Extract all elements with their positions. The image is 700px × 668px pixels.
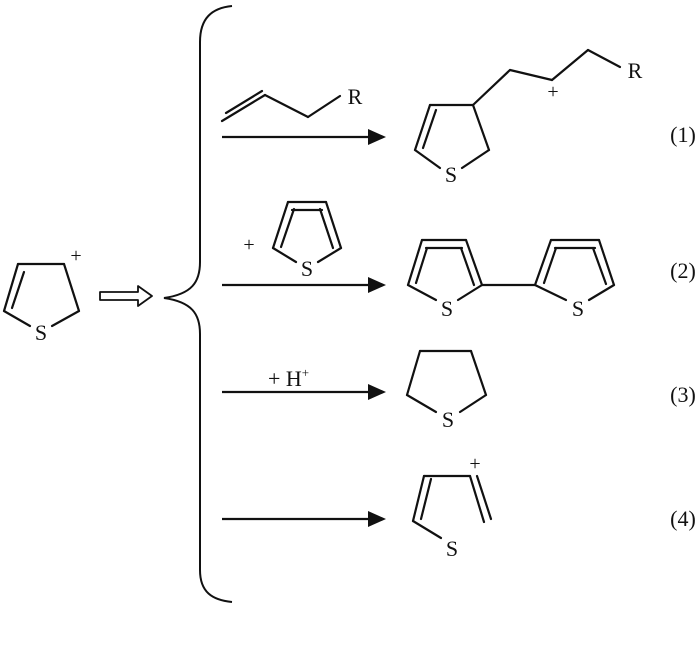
reaction-3-reagent-charge: + xyxy=(302,365,309,380)
reaction-2-arrow xyxy=(222,277,386,293)
reaction-4-product: S + xyxy=(411,453,493,561)
reaction-2-product-sulfur-right: S xyxy=(572,296,584,321)
reaction-2: + S S xyxy=(222,200,696,321)
reaction-3-number: (3) xyxy=(670,382,696,407)
reaction-4-product-charge: + xyxy=(469,453,480,475)
reaction-brace xyxy=(163,5,233,603)
reaction-2-number: (2) xyxy=(670,258,696,283)
reaction-1-arrow xyxy=(222,129,386,145)
reaction-4-arrow xyxy=(222,511,386,527)
hollow-arrow xyxy=(99,285,153,307)
reaction-1-product-sulfur-atom: S xyxy=(445,162,457,187)
reaction-3-product: S xyxy=(405,349,488,432)
reaction-2-reagent: + S xyxy=(243,200,343,281)
reaction-1-product: S + R xyxy=(413,48,643,187)
reaction-1: R S + R (1) xyxy=(220,48,696,187)
reaction-2-product: S S xyxy=(406,238,616,321)
reaction-1-product-r-group: R xyxy=(628,58,643,83)
reaction-3: + H+ S (3) xyxy=(222,349,696,432)
reaction-2-reagent-plus: + xyxy=(243,234,254,256)
reaction-1-reagent: R xyxy=(220,84,363,123)
reactant-sulfur-atom: S xyxy=(35,320,47,345)
reaction-3-reagent: + H+ xyxy=(268,365,309,391)
reactant-cation: S + xyxy=(2,245,82,345)
reaction-2-product-sulfur-left: S xyxy=(441,296,453,321)
reaction-1-number: (1) xyxy=(670,122,696,147)
reaction-3-arrow xyxy=(222,384,386,400)
reaction-4-product-sulfur-atom: S xyxy=(446,536,458,561)
reaction-2-reagent-sulfur-atom: S xyxy=(301,256,313,281)
reaction-4: S + (4) xyxy=(222,453,696,561)
reaction-3-product-sulfur-atom: S xyxy=(442,407,454,432)
reactant-charge: + xyxy=(70,245,81,267)
reaction-4-number: (4) xyxy=(670,506,696,531)
reaction-1-product-charge: + xyxy=(547,81,558,103)
reaction-3-reagent-proton: + H xyxy=(268,366,302,391)
reaction-1-reagent-r-group: R xyxy=(348,84,363,109)
